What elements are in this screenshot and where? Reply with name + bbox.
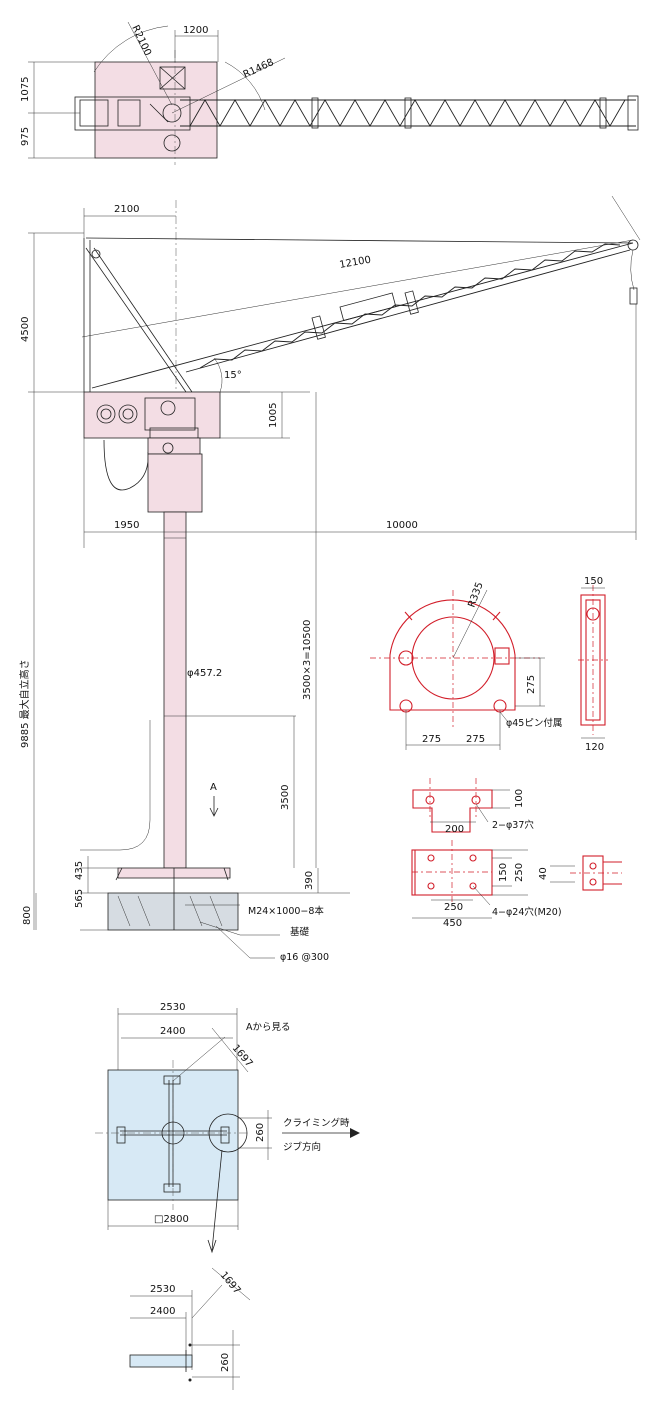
ring-radius: R335 [466, 581, 485, 609]
dim-40: 40 [538, 867, 549, 880]
dim-390: 390 [304, 871, 315, 890]
hole-37-note: 2−φ37穴 [492, 819, 534, 831]
base-dim-1697: 1697 [230, 1043, 255, 1070]
jib-plan [180, 95, 639, 131]
elevation-view: 2100 12100 15° [18, 195, 641, 963]
bracket-detail: 100 200 2−φ37穴 [412, 778, 534, 835]
enlarged-dim-2530: 2530 [150, 1284, 175, 1295]
dim-200: 200 [445, 824, 464, 835]
dim-12100: 12100 [339, 255, 372, 271]
enlarged-dim-2400: 2400 [150, 1306, 175, 1317]
dim-800: 800 [22, 906, 33, 925]
dim-435: 435 [74, 861, 85, 880]
dim-1950: 1950 [114, 520, 139, 531]
foundation-block [107, 892, 239, 931]
dim-100: 100 [514, 789, 525, 808]
climbing-note-2: ジブ方向 [283, 1141, 321, 1153]
radius-r2100: R2100 [129, 24, 153, 58]
base-dim-2800: □2800 [154, 1214, 189, 1225]
dim-250-right: 250 [514, 863, 525, 882]
base-dim-2530: 2530 [160, 1002, 185, 1013]
dim-565: 565 [74, 889, 85, 908]
hole-24-note: 4−φ24穴(M20) [492, 906, 562, 918]
dim-150-top: 150 [584, 576, 603, 587]
dim-3500: 3500 [280, 785, 291, 810]
enlarged-corner-detail: 2530 2400 1697 260 [129, 1267, 251, 1390]
small-side-detail: 40 [538, 855, 622, 891]
dim-2100: 2100 [114, 204, 139, 215]
mast [163, 511, 187, 869]
mast-diameter: φ457.2 [187, 668, 222, 679]
base-plan-view: 2530 2400 Aから見る 1697 260 クライミング時 ジブ方向 [95, 1002, 360, 1254]
dim-120: 120 [585, 742, 604, 753]
rebar-spec: φ16 @300 [280, 952, 329, 963]
max-height: 9885 最大自立高さ [18, 659, 31, 748]
hatch-box [159, 66, 186, 90]
enlarged-dim-260: 260 [220, 1353, 231, 1372]
angle-15: 15° [224, 370, 242, 381]
foundation-label: 基礎 [290, 926, 310, 938]
pin-note: φ45ピン付属 [506, 718, 562, 729]
base-dim-2400: 2400 [160, 1026, 185, 1037]
dim-975: 975 [20, 127, 31, 146]
dim-4500: 4500 [20, 317, 31, 342]
plate-side-detail: 150 120 [578, 576, 608, 753]
ring-plate-detail: R335 275 275 275 φ45ピン付属 [370, 581, 562, 750]
radius-r1468: R1468 [242, 57, 276, 81]
dim-250: 250 [444, 902, 463, 913]
dim-275-right: 275 [466, 734, 485, 745]
dim-1005: 1005 [268, 403, 279, 428]
view-mark-a: A [210, 782, 217, 793]
mast-height: 3500×3=10500 [302, 620, 313, 700]
dim-1075: 1075 [20, 77, 31, 102]
dim-1200: 1200 [183, 25, 208, 36]
enlarged-dim-1697: 1697 [218, 1270, 243, 1297]
plan-view: 1200 R2100 R1468 1075 975 [20, 21, 639, 165]
machine-house [83, 391, 221, 439]
base-plate-detail: 150 250 250 450 4−φ24穴(M20) [411, 840, 562, 929]
luffing-jib [91, 239, 639, 389]
view-from-a: Aから見る [246, 1022, 291, 1033]
dim-10000: 10000 [386, 520, 418, 531]
dim-450: 450 [443, 918, 462, 929]
bolt-spec: M24×1000−8本 [248, 905, 324, 917]
dim-275-vertical: 275 [526, 675, 537, 694]
dim-275-left: 275 [422, 734, 441, 745]
dim-150-right: 150 [498, 863, 509, 882]
base-dim-260: 260 [255, 1123, 266, 1142]
climbing-note-1: クライミング時 [283, 1117, 350, 1129]
slewing-unit [147, 453, 203, 513]
